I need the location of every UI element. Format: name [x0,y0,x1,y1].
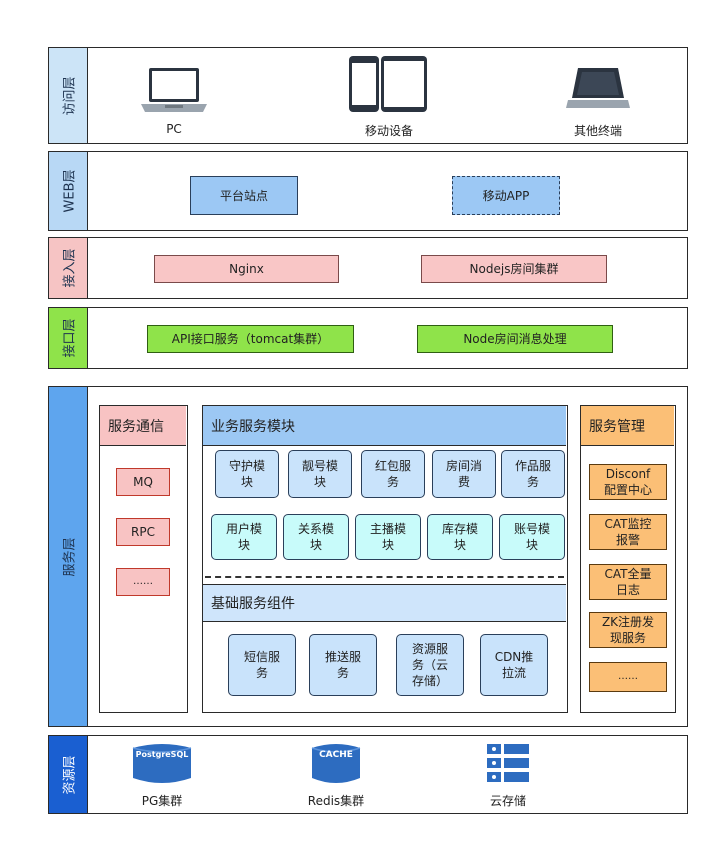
web-layer-label: WEB层 [62,169,78,213]
divider-dashed [205,576,564,578]
business-module-account: 账号模 块 [499,514,565,560]
basic-sms-service: 短信服 务 [228,634,296,696]
access-item-pc: PC [166,122,182,136]
basic-resource-service: 资源服 务（云 存储） [396,634,464,696]
node-room-message-box: Node房间消息处理 [417,325,613,353]
business-module-room-consume: 房间消 费 [432,450,496,498]
mobile-app-box: 移动APP [452,176,560,215]
business-module-anchor: 主播模 块 [355,514,421,560]
basic-service-title: 基础服务组件 [203,584,566,622]
business-module-number: 靓号模 块 [288,450,352,498]
rpc-box: RPC [116,518,170,546]
service-layer: 服务层 服务通信 MQ RPC …… 业务服务模块 守护模 块 靓号模 块 红包… [48,386,688,727]
service-mgmt-title: 服务管理 [581,406,674,446]
nginx-box: Nginx [154,255,339,283]
service-layer-label: 服务层 [62,536,78,577]
mobile-devices-icon [349,56,427,112]
web-layer-tab: WEB层 [49,152,88,230]
service-layer-tab: 服务层 [49,387,88,726]
resource-redis-cluster: Redis集群 [307,794,365,808]
resource-cloud-storage: 云存储 [489,794,526,808]
mgmt-disconf: Disconf 配置中心 [589,464,667,500]
comm-more-box: …… [116,568,170,596]
cache-badge: CACHE [319,750,353,760]
business-module-redpacket: 红包服 务 [361,450,425,498]
laptop-icon [141,68,207,112]
platform-site-box: 平台站点 [190,176,298,215]
service-comm-title: 服务通信 [100,406,186,446]
postgresql-badge: PostgreSQL [135,750,189,759]
cache-icon: CACHE [310,742,362,786]
mgmt-zk-registry: ZK注册发 现服务 [589,612,667,648]
resource-pg-cluster: PG集群 [141,794,183,808]
mgmt-cat-log: CAT全量 日志 [589,564,667,600]
business-module-inventory: 库存模 块 [427,514,493,560]
resource-layer-tab: 资源层 [49,736,88,813]
terminal-icon [566,68,630,108]
postgresql-icon: PostgreSQL [131,742,193,786]
business-service-panel: 业务服务模块 守护模 块 靓号模 块 红包服 务 房间消 费 作品服 务 用户模… [202,405,568,713]
nodejs-room-cluster-box: Nodejs房间集群 [421,255,607,283]
mgmt-cat-monitor: CAT监控 报警 [589,514,667,550]
mgmt-more: …… [589,662,667,692]
ingress-layer: 接入层 Nginx Nodejs房间集群 [48,237,688,299]
api-layer: 接口层 API接口服务（tomcat集群） Node房间消息处理 [48,307,688,369]
basic-push-service: 推送服 务 [309,634,377,696]
basic-cdn-service: CDN推 拉流 [480,634,548,696]
business-module-works: 作品服 务 [501,450,565,498]
access-item-terminal: 其他终端 [573,124,622,138]
business-module-user: 用户模 块 [211,514,277,560]
access-layer-label: 访问层 [62,75,78,116]
ingress-layer-label: 接入层 [62,248,78,288]
access-layer-tab: 访问层 [49,48,88,143]
service-mgmt-panel: 服务管理 Disconf 配置中心 CAT监控 报警 CAT全量 日志 ZK注册… [580,405,676,713]
business-module-relation: 关系模 块 [283,514,349,560]
web-layer: WEB层 平台站点 移动APP [48,151,688,231]
resource-layer-label: 资源层 [62,754,78,795]
business-service-title: 业务服务模块 [203,406,566,446]
access-item-mobile: 移动设备 [364,124,413,138]
api-layer-tab: 接口层 [49,308,88,368]
service-comm-panel: 服务通信 MQ RPC …… [99,405,188,713]
mq-box: MQ [116,468,170,496]
ingress-layer-tab: 接入层 [49,238,88,298]
access-layer: 访问层 PC 移动设备 其他终端 [48,47,688,144]
api-service-box: API接口服务（tomcat集群） [147,325,354,353]
api-layer-label: 接口层 [62,318,78,358]
cloud-storage-icon [487,744,529,782]
resource-layer: 资源层 PostgreSQL PG集群 CACHE Redis集群 云存储 [48,735,688,814]
business-module-guard: 守护模 块 [215,450,279,498]
